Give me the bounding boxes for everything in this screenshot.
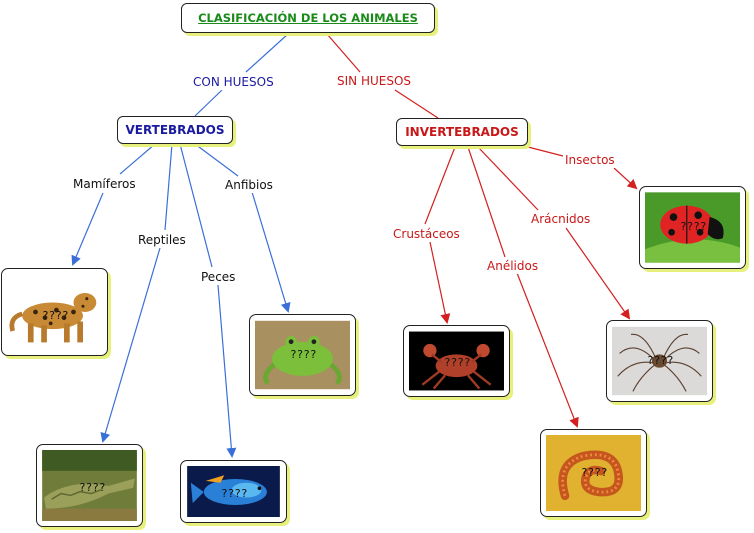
reptiles-label: Reptiles [136, 232, 188, 248]
mamiferos-label: Mamíferos [71, 176, 138, 192]
frog-image[interactable]: ???? [249, 314, 356, 396]
anelidos-label: Anélidos [485, 258, 541, 274]
spider-picture [612, 326, 707, 396]
anfibios-label: Anfibios [223, 177, 275, 193]
placeholder-text: ???? [42, 309, 69, 322]
ladybug-picture [645, 192, 740, 263]
worm-image[interactable]: ???? [540, 429, 647, 517]
sin-huesos-label: SIN HUESOS [335, 73, 414, 89]
placeholder-text: ???? [444, 356, 471, 369]
crustaceos-label: Crustáceos [391, 226, 462, 242]
crocodile-image[interactable]: ???? [36, 444, 143, 527]
link-sin-huesos-1 [326, 33, 361, 73]
frog-picture [255, 320, 350, 390]
invertebrados-concept[interactable]: INVERTEBRADOS [396, 118, 528, 146]
link-con-huesos-2 [194, 89, 223, 117]
placeholder-text: ???? [221, 487, 248, 500]
fish-picture [187, 466, 280, 517]
worm-picture [546, 435, 641, 511]
placeholder-text: ???? [290, 348, 317, 361]
placeholder-text: ???? [581, 466, 608, 479]
link-sin-huesos-2 [394, 89, 439, 119]
insectos-label: Insectos [563, 152, 617, 168]
link-con-huesos-1 [245, 33, 289, 73]
crab-picture [409, 331, 504, 391]
ocelot-image[interactable]: ???? [1, 268, 108, 356]
placeholder-text: ???? [79, 481, 106, 494]
placeholder-text: ???? [680, 220, 707, 233]
placeholder-text: ???? [647, 354, 674, 367]
crab-image[interactable]: ???? [403, 325, 510, 397]
con-huesos-label: CON HUESOS [191, 74, 276, 90]
fish-image[interactable]: ???? [180, 460, 287, 523]
peces-label: Peces [199, 269, 238, 285]
title-concept[interactable]: CLASIFICACIÓN DE LOS ANIMALES [181, 3, 435, 33]
ladybug-image[interactable]: ???? [639, 186, 746, 269]
vertebrados-concept[interactable]: VERTEBRADOS [117, 116, 233, 144]
ocelot-picture [7, 274, 102, 350]
aracnidos-label: Arácnidos [529, 211, 593, 227]
spider-image[interactable]: ???? [606, 320, 713, 402]
crocodile-picture [42, 450, 137, 521]
